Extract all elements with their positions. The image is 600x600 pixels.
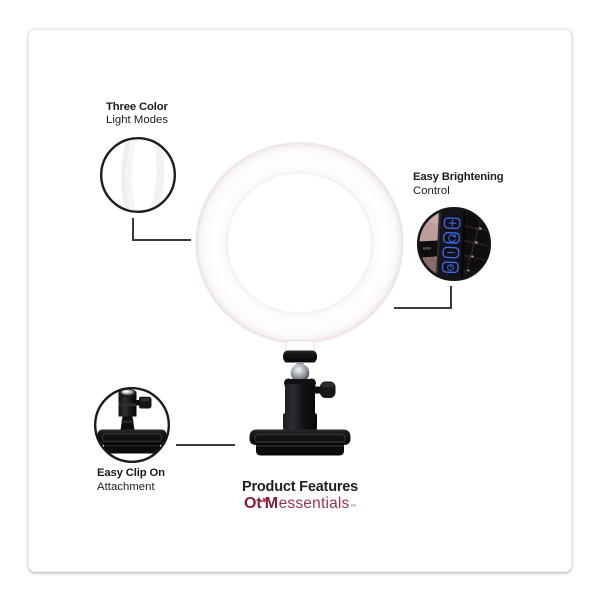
clip-callout-circle [94,387,170,463]
three-color-connector-line [132,218,191,241]
clip-title: Easy Clip On [97,467,165,479]
clip-connector-line [176,444,235,446]
brand-letter-t: t [256,495,268,513]
brand-word-essentials: essentials [278,495,350,512]
ball-head-clip-mount [249,340,351,456]
power-icon [447,263,454,271]
brand-trademark: ™ [350,504,357,510]
brand-logo: Ot Messentials™ [0,495,600,513]
clip-subtitle: Attachment [97,480,155,493]
three-color-label: Three Color Light Modes [106,101,168,129]
brightening-callout-circle [416,206,492,282]
brand-arrow-icon [258,497,268,504]
three-color-callout-circle [100,137,176,213]
product-features-heading: Product Features [241,479,359,495]
brightening-connector-line [394,286,452,309]
three-color-title: Three Color [106,100,168,113]
brand-letter-o: O [243,495,257,512]
remote-buttons [441,217,461,274]
brand-letter-m: M [264,495,279,512]
brightening-title: Easy Brightening [413,171,504,183]
brightening-subtitle: Control [413,184,450,197]
brightening-label: Easy Brightening Control [413,171,504,199]
clip-label: Easy Clip On Attachment [97,467,165,495]
three-color-subtitle: Light Modes [106,114,169,127]
ring-light [195,141,404,345]
cycle-icon [448,234,457,243]
plus-icon [448,219,457,228]
